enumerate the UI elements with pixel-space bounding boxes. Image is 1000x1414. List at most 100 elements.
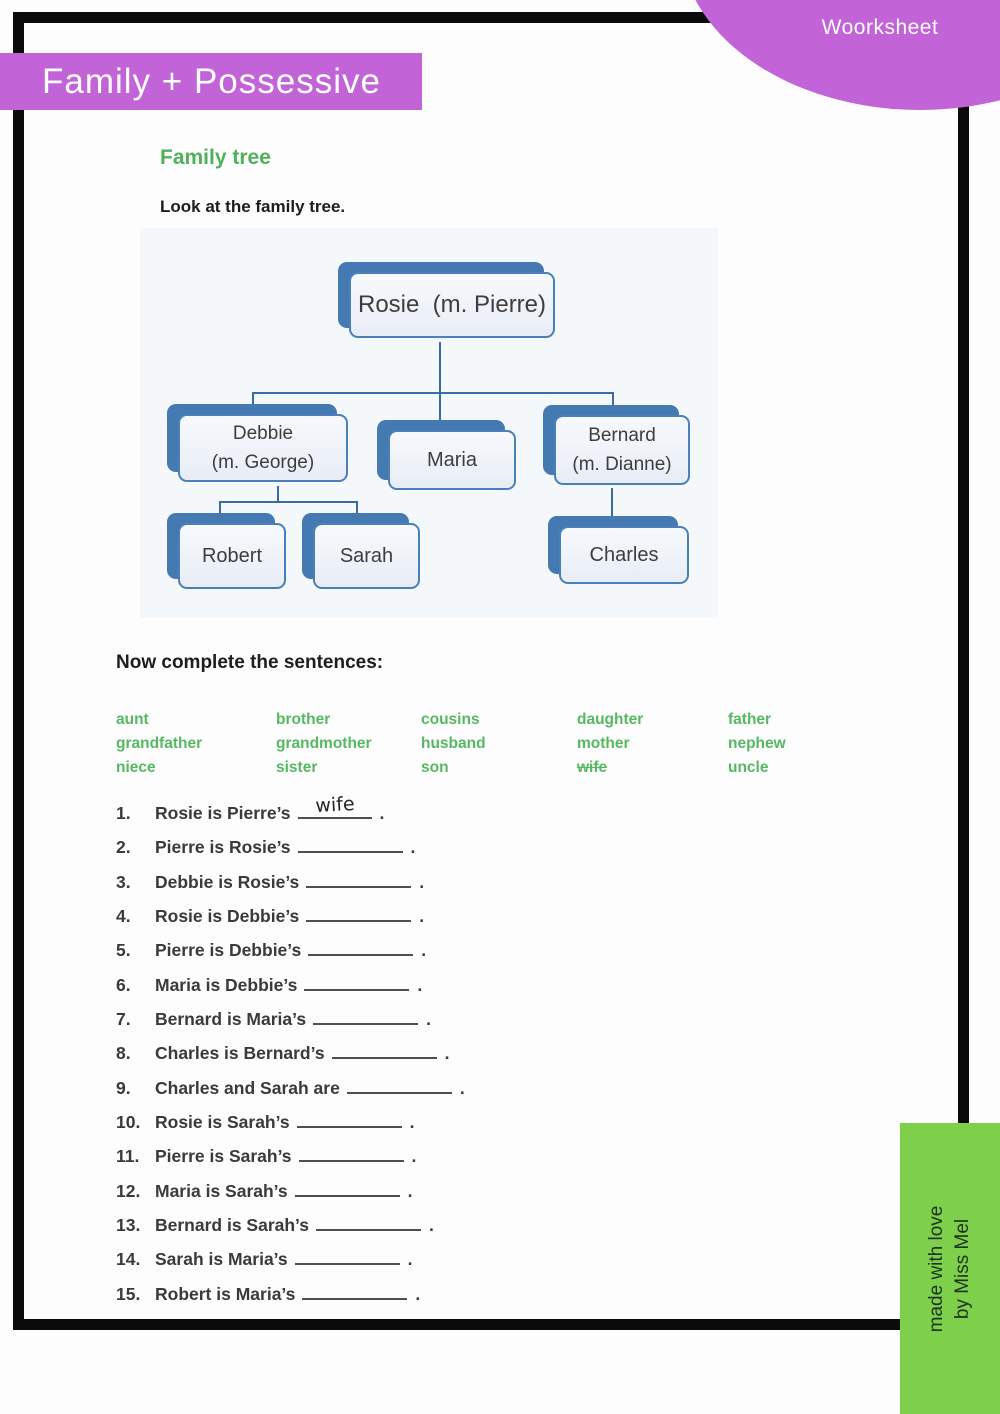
credit-line-2: by Miss Mel — [952, 1218, 973, 1319]
sentence-row-8: 8. Charles is Bernard’s . — [116, 1041, 465, 1075]
node-label: Bernard — [588, 425, 656, 446]
node-label: Sarah — [339, 544, 394, 567]
answer-blank[interactable] — [296, 1110, 402, 1129]
sentence-number: 2. — [116, 837, 131, 858]
word-bank-word-used: wife — [577, 759, 608, 776]
answer-blank[interactable] — [331, 1041, 437, 1060]
answer-blank[interactable] — [306, 904, 412, 923]
word-bank-word: brother — [276, 711, 331, 728]
sentence-list: 1. Rosie is Pierre’s wife . 2. Pierre is… — [116, 793, 465, 1316]
worksheet-corner-label: Woorksheet — [821, 16, 939, 39]
sentence-period: . — [421, 940, 427, 961]
answer-blank[interactable] — [346, 1076, 452, 1094]
sentence-period: . — [415, 1283, 421, 1304]
word-bank-word: niece — [116, 759, 156, 776]
tree-connector — [277, 486, 279, 503]
sentence-text: Charles and Sarah are — [155, 1077, 340, 1098]
sentence-period: . — [429, 1215, 434, 1236]
word-bank-word: daughter — [577, 711, 644, 728]
sentence-text: Rosie is Debbie’s — [155, 906, 300, 927]
tree-connector — [219, 501, 358, 503]
word-bank-word: grandfather — [116, 735, 203, 752]
sentence-number: 14. — [116, 1249, 141, 1270]
answer-blank[interactable] — [306, 870, 412, 888]
sentence-text: Debbie is Rosie’s — [155, 871, 300, 892]
sentence-row-12: 12. Maria is Sarah’s . — [116, 1179, 465, 1213]
page-title: Family + Possessive — [42, 61, 381, 101]
sentence-number: 13. — [116, 1215, 141, 1236]
sentence-text: Pierre is Sarah’s — [155, 1146, 292, 1167]
word-bank-word: aunt — [116, 711, 149, 728]
tree-connector — [439, 342, 441, 394]
tree-connector — [252, 392, 254, 406]
sentence-text: Bernard is Sarah’s — [155, 1215, 310, 1236]
sentence-text: Pierre is Rosie’s — [155, 837, 291, 858]
sentence-number: 7. — [116, 1009, 131, 1030]
sentence-text: Bernard is Maria’s — [155, 1009, 307, 1030]
sentence-number: 11. — [116, 1146, 140, 1167]
handwritten-answer: wife — [314, 792, 355, 818]
answer-blank[interactable] — [304, 973, 410, 991]
tree-node-maria: Maria — [377, 420, 516, 490]
answer-blank[interactable] — [298, 1144, 404, 1163]
sentence-row-6: 6. Maria is Debbie’s . — [116, 973, 465, 1007]
tree-node-sarah: Sarah — [302, 513, 420, 589]
sentence-number: 9. — [116, 1077, 131, 1098]
sentence-text: Pierre is Debbie’s — [155, 940, 302, 961]
answer-blank[interactable] — [294, 1179, 400, 1197]
tree-node-bernard: Bernard (m. Dianne) — [543, 405, 690, 485]
sentence-number: 6. — [116, 974, 131, 995]
credit-box: made with love by Miss Mel — [900, 1123, 1000, 1414]
answer-blank[interactable] — [316, 1213, 422, 1232]
sentence-period: . — [444, 1043, 450, 1064]
sentence-row-14: 14. Sarah is Maria’s . — [116, 1247, 465, 1281]
sentence-period: . — [409, 1112, 415, 1133]
sentence-row-1: 1. Rosie is Pierre’s wife . — [116, 793, 465, 835]
section-title: Family tree — [160, 146, 271, 169]
sentence-period: . — [379, 803, 385, 823]
sentence-text: Maria is Debbie’s — [155, 974, 298, 995]
node-label: Rosie (m. Pierre) — [357, 291, 547, 318]
sentence-row-7: 7. Bernard is Maria’s . — [116, 1007, 465, 1041]
word-bank-word: father — [728, 711, 772, 728]
word-bank-word: son — [421, 759, 449, 776]
sentence-period: . — [407, 1180, 413, 1201]
sentence-text: Maria is Sarah’s — [155, 1180, 288, 1201]
sentence-period: . — [410, 837, 416, 858]
sentence-period: . — [459, 1077, 465, 1098]
answer-blank[interactable] — [313, 1007, 419, 1026]
page-border-frame — [13, 12, 969, 1330]
node-label: Robert — [201, 544, 263, 567]
word-bank-word: uncle — [728, 759, 769, 776]
word-bank-word: mother — [577, 735, 630, 752]
sentence-row-9: 9. Charles and Sarah are . — [116, 1076, 465, 1110]
answer-blank[interactable] — [308, 938, 414, 957]
answer-blank[interactable]: wife — [297, 793, 372, 819]
tree-connector — [356, 501, 358, 514]
tree-connector — [612, 392, 614, 407]
node-sublabel: (m. Dianne) — [572, 454, 672, 475]
title-banner: Family + Possessive — [0, 53, 422, 110]
sentence-number: 15. — [116, 1283, 141, 1304]
sentence-number: 10. — [116, 1112, 141, 1133]
tree-connector — [219, 501, 221, 514]
sentence-period: . — [417, 974, 423, 995]
sentence-text: Charles is Bernard’s — [155, 1043, 325, 1064]
sentence-row-5: 5. Pierre is Debbie’s . — [116, 938, 465, 972]
sentence-number: 4. — [116, 906, 131, 927]
word-bank-word: grandmother — [276, 735, 372, 752]
node-sublabel: (m. George) — [211, 452, 315, 473]
sentence-period: . — [426, 1009, 431, 1030]
credit-line-1: made with love — [926, 1205, 947, 1332]
word-bank-word: husband — [421, 735, 486, 752]
word-bank-word: sister — [276, 759, 318, 776]
answer-blank[interactable] — [297, 835, 403, 854]
sentence-number: 3. — [116, 871, 131, 892]
answer-blank[interactable] — [302, 1282, 408, 1300]
tree-connector — [611, 488, 613, 518]
answer-blank[interactable] — [294, 1247, 400, 1266]
tree-node-charles: Charles — [548, 516, 689, 584]
sentence-row-4: 4. Rosie is Debbie’s . — [116, 904, 465, 938]
sentence-row-11: 11. Pierre is Sarah’s . — [116, 1144, 465, 1178]
